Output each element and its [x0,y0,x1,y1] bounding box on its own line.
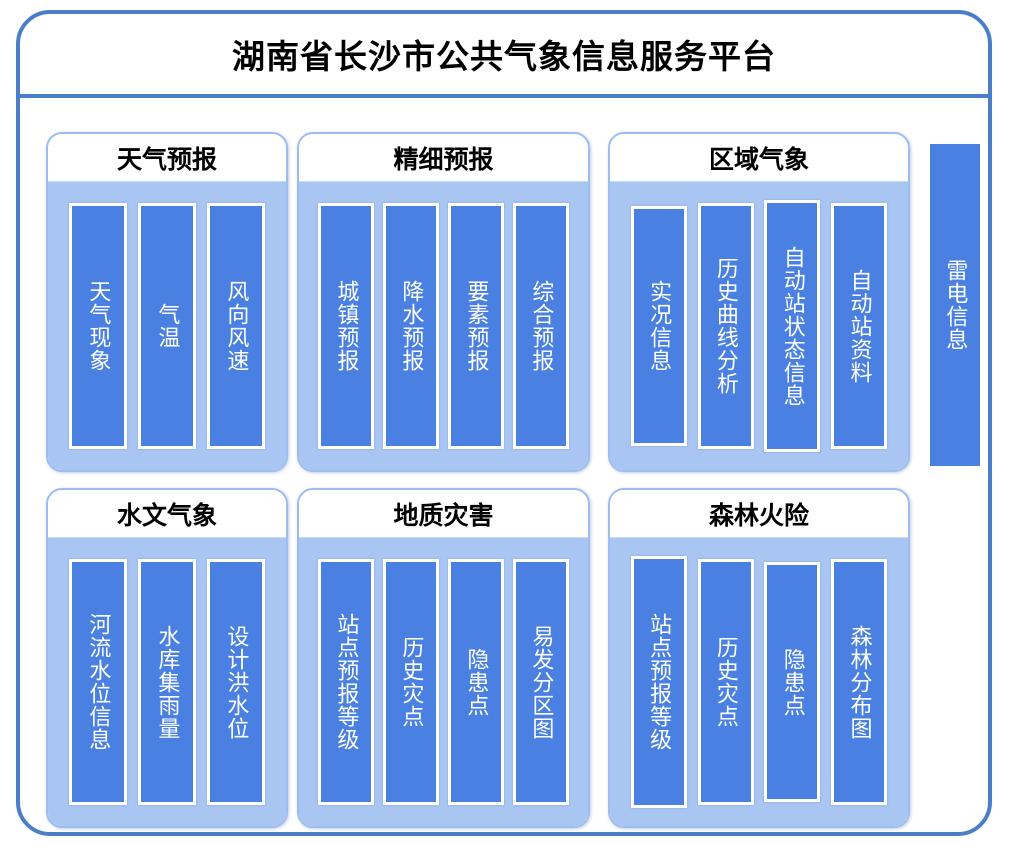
panel-header-fine-forecast: 精细预报 [299,134,588,182]
panel-body-weather-forecast: 天气现象 气温 风向风速 [48,182,286,470]
panel-title-hydrological-meteorology: 水文气象 [116,501,217,530]
panel-hydrological-meteorology[interactable]: 水文气象 河流水位信息 水库集雨量 设计洪水位 [46,488,288,828]
panel-forest-fire-risk[interactable]: 森林火险 站点预报等级 历史灾点 隐患点 森林分布图 [608,488,910,828]
panel-body-geological-disaster: 站点预报等级 历史灾点 隐患点 易发分区图 [299,538,588,826]
item-design-flood-level[interactable]: 设计洪水位 [207,559,265,805]
item-historical-curve-analysis[interactable]: 历史曲线分析 [697,203,754,449]
item-forest-historical-disaster-points[interactable]: 历史灾点 [697,559,754,805]
item-susceptibility-zoning-map[interactable]: 易发分区图 [513,559,569,805]
panel-body-forest-fire-risk: 站点预报等级 历史灾点 隐患点 森林分布图 [610,538,908,826]
item-river-water-level-information[interactable]: 河流水位信息 [69,559,127,805]
item-hazard-points[interactable]: 隐患点 [448,559,504,805]
module-board: 天气预报 天气现象 气温 风向风速 精细预报 城镇预报 降水预报 要素预报 综合… [20,98,988,832]
panel-title-forest-fire-risk: 森林火险 [708,501,809,530]
item-wind-direction-speed[interactable]: 风向风速 [207,203,265,449]
item-element-forecast[interactable]: 要素预报 [448,203,504,449]
item-forest-hazard-points[interactable]: 隐患点 [764,562,821,802]
panel-title-geological-disaster: 地质灾害 [393,501,494,530]
panel-geological-disaster[interactable]: 地质灾害 站点预报等级 历史灾点 隐患点 易发分区图 [297,488,590,828]
panel-body-hydrological-meteorology: 河流水位信息 水库集雨量 设计洪水位 [48,538,286,826]
panel-fine-forecast[interactable]: 精细预报 城镇预报 降水预报 要素预报 综合预报 [297,132,590,472]
item-town-forecast[interactable]: 城镇预报 [318,203,374,449]
item-lightning-information[interactable]: 雷电信息 [930,144,980,466]
panel-header-weather-forecast: 天气预报 [48,134,286,182]
item-comprehensive-forecast[interactable]: 综合预报 [513,203,569,449]
item-auto-station-status-information[interactable]: 自动站状态信息 [764,200,821,452]
panel-body-regional-meteorology: 实况信息 历史曲线分析 自动站状态信息 自动站资料 [610,182,908,470]
item-reservoir-rainfall[interactable]: 水库集雨量 [138,559,196,805]
panel-title-fine-forecast: 精细预报 [393,145,494,174]
panel-title-regional-meteorology: 区域气象 [708,145,809,174]
panel-title-weather-forecast: 天气预报 [116,145,217,174]
panel-regional-meteorology[interactable]: 区域气象 实况信息 历史曲线分析 自动站状态信息 自动站资料 [608,132,910,472]
panel-body-fine-forecast: 城镇预报 降水预报 要素预报 综合预报 [299,182,588,470]
item-forest-distribution-map[interactable]: 森林分布图 [831,559,888,805]
panel-header-geological-disaster: 地质灾害 [299,490,588,538]
panel-weather-forecast[interactable]: 天气预报 天气现象 气温 风向风速 [46,132,288,472]
item-historical-disaster-points[interactable]: 历史灾点 [383,559,439,805]
item-weather-phenomena[interactable]: 天气现象 [69,203,127,449]
panel-header-forest-fire-risk: 森林火险 [610,490,908,538]
panel-header-regional-meteorology: 区域气象 [610,134,908,182]
item-station-forecast-level[interactable]: 站点预报等级 [318,559,374,805]
item-live-information[interactable]: 实况信息 [630,206,687,446]
item-forest-station-forecast-level[interactable]: 站点预报等级 [630,556,687,808]
panel-header-hydrological-meteorology: 水文气象 [48,490,286,538]
item-auto-station-data[interactable]: 自动站资料 [831,203,888,449]
page-title: 湖南省长沙市公共气象信息服务平台 [232,38,776,75]
platform-title-bar: 湖南省长沙市公共气象信息服务平台 [20,14,988,98]
item-precipitation-forecast[interactable]: 降水预报 [383,203,439,449]
platform-frame: 湖南省长沙市公共气象信息服务平台 天气预报 天气现象 气温 风向风速 精细预报 … [16,10,992,836]
item-temperature[interactable]: 气温 [138,203,196,449]
